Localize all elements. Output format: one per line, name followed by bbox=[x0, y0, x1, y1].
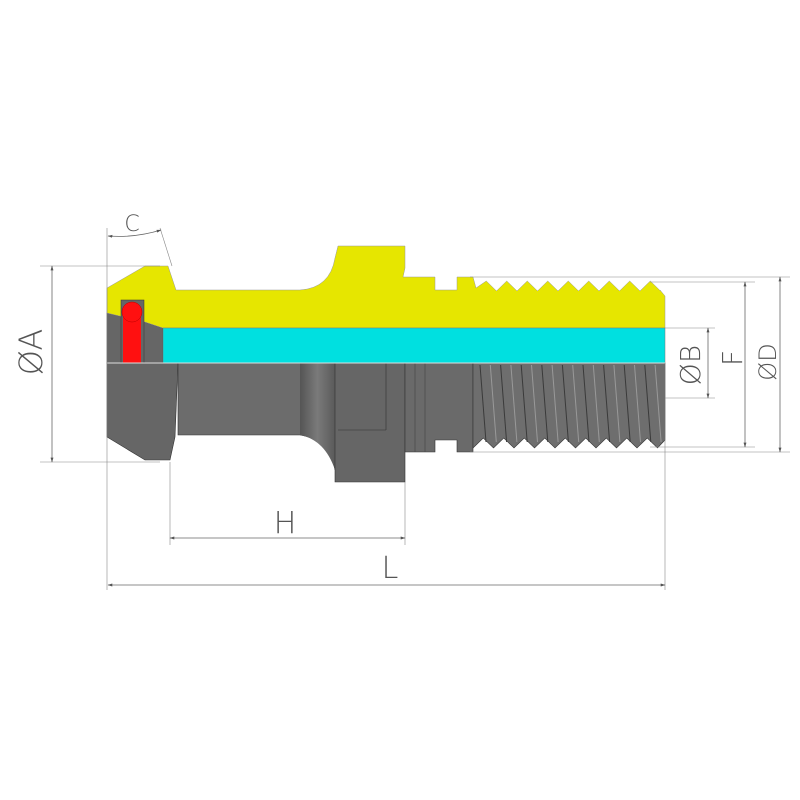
red-pin bbox=[120, 299, 145, 364]
label-f: F bbox=[716, 350, 749, 366]
dimension-lines bbox=[50, 229, 782, 587]
thread-line bbox=[479, 364, 487, 443]
thread-line bbox=[634, 364, 641, 443]
thread-line bbox=[582, 364, 590, 443]
thread-line bbox=[551, 364, 559, 443]
cyan-bore bbox=[162, 327, 666, 364]
thread-line bbox=[520, 364, 528, 443]
thread-line bbox=[531, 364, 538, 443]
label-c: C bbox=[124, 212, 139, 237]
thread-line bbox=[572, 364, 580, 443]
steel-lower-half bbox=[106, 362, 666, 483]
label-dia-d: ØD bbox=[754, 343, 782, 380]
thread-line bbox=[644, 364, 652, 443]
thread-line bbox=[623, 364, 631, 443]
thread-line bbox=[500, 364, 508, 443]
extension-lines bbox=[40, 227, 790, 590]
label-dia-b: ØB bbox=[674, 345, 707, 385]
thread-line bbox=[561, 364, 569, 443]
thread-line bbox=[654, 364, 662, 443]
thread-line bbox=[592, 364, 600, 443]
yellow-section bbox=[106, 245, 666, 329]
thread-line bbox=[603, 364, 611, 443]
label-l: L bbox=[382, 551, 399, 586]
thread-line bbox=[489, 364, 497, 443]
thread-line bbox=[541, 364, 549, 443]
label-h: H bbox=[274, 506, 297, 541]
label-dia-a: ØA bbox=[12, 329, 50, 376]
thread-line bbox=[613, 364, 621, 443]
thread-line bbox=[510, 364, 518, 443]
